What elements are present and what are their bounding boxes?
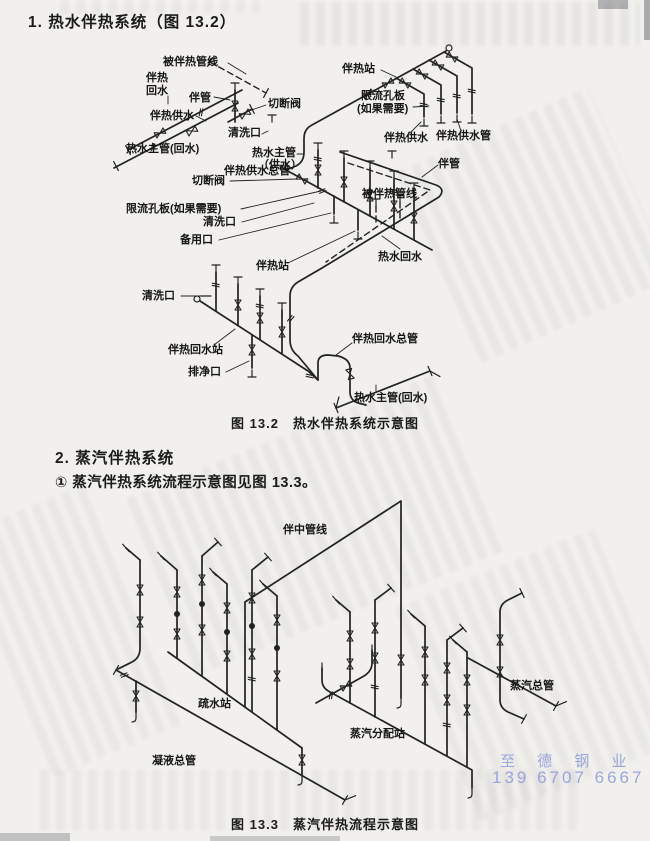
watermark-phone-number: 139 6707 6667	[492, 768, 645, 787]
label-trace-station-tr: 伴热站	[342, 63, 375, 75]
label-clean-port-bottom: 清洗口	[142, 290, 175, 302]
left-standalone-drop	[118, 560, 140, 669]
section1-heading: 1. 热水伴热系统（图 13.2）	[28, 14, 237, 31]
label-hw-main-supply-line1: 热水主管	[252, 147, 296, 159]
steam-dist-header-pipe	[322, 668, 472, 788]
label-trace-return-line2: 回水	[146, 85, 168, 97]
traced-line-dashed-loop	[326, 163, 430, 262]
label-hw-main-return-tl: 热水主管(回水)	[126, 143, 200, 155]
steam-main-vertical	[500, 593, 524, 719]
traced-line-dashed-tl	[210, 62, 266, 93]
label-traced-pipeline-right: 被伴热管线	[362, 188, 417, 200]
hw-supply-main-pipe	[286, 104, 350, 170]
trace-return-header-pipe	[200, 301, 318, 380]
fig3-main-pipes	[116, 501, 556, 800]
label-steam-dist-station: 蒸汽分配站	[350, 728, 405, 740]
label-trace-supply-tl: 伴热供水	[150, 110, 194, 122]
label-clean-port-tl: 清洗口	[228, 127, 261, 139]
label-hw-main-supply-line2: （供水）	[258, 159, 302, 171]
traced-pipeline-tent	[245, 501, 401, 707]
fig2-dashed-traced-lines	[210, 62, 430, 262]
connector-pipe	[316, 650, 372, 703]
label-steam-header: 蒸汽总管	[510, 680, 554, 692]
return-risers	[216, 272, 282, 368]
traced-line-stubs	[376, 202, 400, 222]
label-trace-return-line1: 伴热	[146, 72, 168, 84]
trap-station-header-pipe	[168, 652, 302, 748]
label-orifice-tr-line2: (如果需要)	[357, 103, 409, 115]
label-trace-return-header: 伴热回水总管	[352, 333, 418, 345]
section2-paragraph: ① 蒸汽伴热系统流程示意图见图 13.3。	[55, 475, 318, 491]
watermark-company-name: 至 德 钢 业	[500, 753, 636, 770]
trace-branch	[396, 52, 472, 117]
label-trace-supply-header: 伴热供水总管	[224, 165, 290, 177]
figure-13-2-caption: 图 13.2 热水伴热系统示意图	[231, 416, 419, 431]
label-hw-return: 热水回水	[378, 251, 422, 263]
label-drain-port: 排净口	[188, 366, 221, 378]
label-traced-pipeline-tl: 被伴热管线	[163, 56, 218, 68]
figure-13-3-caption: 图 13.3 蒸汽伴热流程示意图	[231, 817, 419, 832]
condensate-header-pipe	[116, 670, 345, 800]
label-trap-station: 疏水站	[198, 698, 231, 710]
label-trace-return-station: 伴热回水站	[168, 344, 223, 356]
tracer-supply-pipe-tl	[128, 90, 242, 150]
label-tracer-right: 伴管	[438, 158, 460, 170]
label-spare-port: 备用口	[180, 234, 213, 246]
fig2-main-pipes	[114, 51, 472, 408]
steam-drop-tails	[336, 588, 467, 652]
label-hw-main-return-bottom: 热水主管(回水)	[354, 392, 428, 404]
trap-drop-tails	[126, 542, 277, 596]
label-orifice-tr-line1: 限流孔板	[361, 90, 405, 102]
hw-return-main-pipe	[114, 103, 238, 168]
label-shutoff-valve-tl: 切断阀	[268, 98, 301, 110]
trap-drops	[136, 556, 302, 775]
hw-return-main-bottom	[336, 371, 430, 408]
label-trace-station-mid: 伴热站	[256, 260, 289, 272]
label-leaders	[168, 63, 461, 391]
label-clean-port-mid: 清洗口	[203, 216, 236, 228]
label-trace-supply-pipe-tr: 伴热供水管	[436, 130, 491, 142]
label-trace-supply-tr: 伴热供水	[384, 132, 428, 144]
label-condensate-header: 凝液总管	[152, 755, 196, 767]
label-shutoff-valve-mid: 切断阀	[192, 175, 225, 187]
steam-drops	[350, 600, 467, 767]
label-traced-pipeline-f3: 伴中管线	[283, 524, 327, 536]
label-tracer-tl: 伴管	[189, 92, 211, 104]
label-orifice-mid: 限流孔板(如果需要)	[126, 203, 222, 215]
steam-main-diagonal	[468, 658, 556, 706]
trace-supply-header-pipe	[286, 170, 432, 250]
section2-heading: 2. 蒸汽伴热系统	[55, 450, 175, 467]
fig2-leader-lines	[168, 63, 461, 391]
return-outlet-bridge	[318, 355, 366, 405]
traced-loop-pipe	[290, 152, 442, 380]
